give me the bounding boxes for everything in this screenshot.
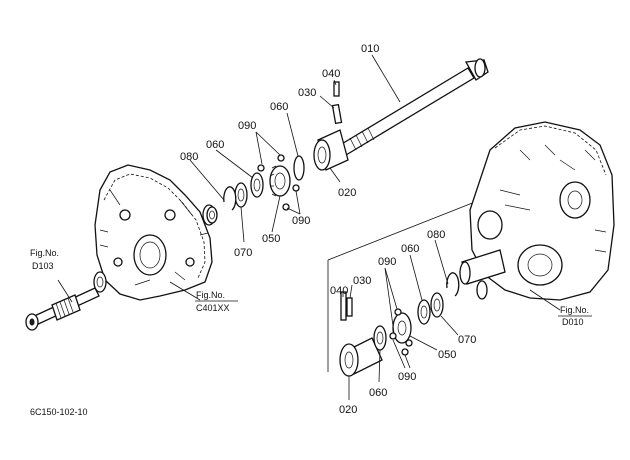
label-080-lower: 080	[427, 229, 445, 241]
label-080-upper: 080	[180, 151, 198, 163]
leader-lines	[57, 54, 561, 400]
transmission-case	[459, 121, 615, 301]
label-050-lower: 050	[438, 349, 456, 361]
assembly-guide-line	[327, 199, 481, 372]
label-030-upper: 030	[298, 87, 316, 99]
housing-bearing	[202, 204, 218, 226]
label-050-upper: 050	[262, 233, 280, 245]
label-060-upper-b: 060	[270, 101, 288, 113]
label-060-upper-a: 060	[206, 139, 224, 151]
main-shaft	[339, 58, 489, 156]
label-090-lower-b: 090	[398, 371, 416, 383]
input-shaft	[25, 271, 107, 331]
ref-d103-code: D103	[32, 261, 54, 271]
ref-c401-code: C401XX	[196, 303, 230, 313]
label-010: 010	[361, 43, 379, 55]
label-020-lower: 020	[339, 404, 357, 416]
ref-d010-label: Fig.No.	[560, 305, 589, 315]
label-090-upper-a: 090	[238, 120, 256, 132]
label-030-lower: 030	[353, 275, 371, 287]
left-housing	[94, 164, 213, 301]
ref-d010-code: D010	[562, 317, 584, 327]
lower-gear-set	[339, 272, 460, 377]
label-060-lower-a: 060	[401, 243, 419, 255]
label-060-lower-b: 060	[369, 387, 387, 399]
label-090-lower-a: 090	[378, 256, 396, 268]
ref-c401-label: Fig.No.	[196, 290, 225, 300]
label-040-upper: 040	[322, 68, 340, 80]
ref-d103-label: Fig.No.	[30, 248, 59, 258]
label-040-lower: 040	[330, 285, 348, 297]
upper-gear-set	[223, 81, 349, 211]
label-020-upper: 020	[338, 187, 356, 199]
label-090-upper-b: 090	[292, 215, 310, 227]
part-labels: 010 040 030 060 090 060 080 020 090 050 …	[180, 43, 476, 416]
label-070-lower: 070	[458, 334, 476, 346]
label-070-upper: 070	[234, 247, 252, 259]
figure-references: Fig.No. D103 Fig.No. C401XX Fig.No. D010	[30, 248, 592, 327]
drawing-id: 6C150-102-10	[30, 407, 88, 417]
